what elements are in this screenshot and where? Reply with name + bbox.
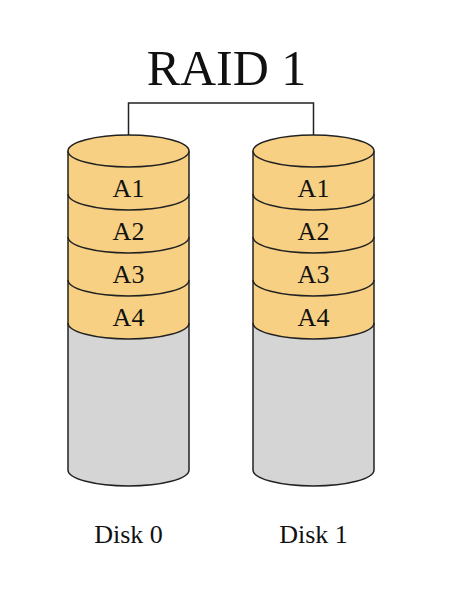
empty-space [68,151,189,486]
mirror-bracket [129,103,314,135]
block-label: A2 [298,219,330,245]
disk-cylinder: Disk 1A1A2A3A4 [252,135,375,486]
disk-label: Disk 1 [222,520,405,550]
data-block: A2 [252,210,375,253]
data-block: A2 [67,210,190,253]
data-block: A1 [67,167,190,210]
cylinder-top [253,135,374,167]
used-space [68,151,189,339]
data-block: A3 [252,253,375,296]
data-block: A4 [252,296,375,339]
block-label: A1 [113,176,145,202]
block-label: A1 [298,176,330,202]
used-space [253,151,374,339]
diagram-title: RAID 1 [0,43,453,93]
cylinder-top [68,135,189,167]
block-label: A3 [113,262,145,288]
block-label: A4 [113,305,145,331]
disk-cylinder: Disk 0A1A2A3A4 [67,135,190,486]
disk-label: Disk 0 [37,520,220,550]
block-label: A3 [298,262,330,288]
block-label: A2 [113,219,145,245]
data-block: A3 [67,253,190,296]
data-block: A1 [252,167,375,210]
cylinder-side [253,151,374,486]
empty-space [253,151,374,486]
cylinder-side [68,151,189,486]
data-block: A4 [67,296,190,339]
block-label: A4 [298,305,330,331]
